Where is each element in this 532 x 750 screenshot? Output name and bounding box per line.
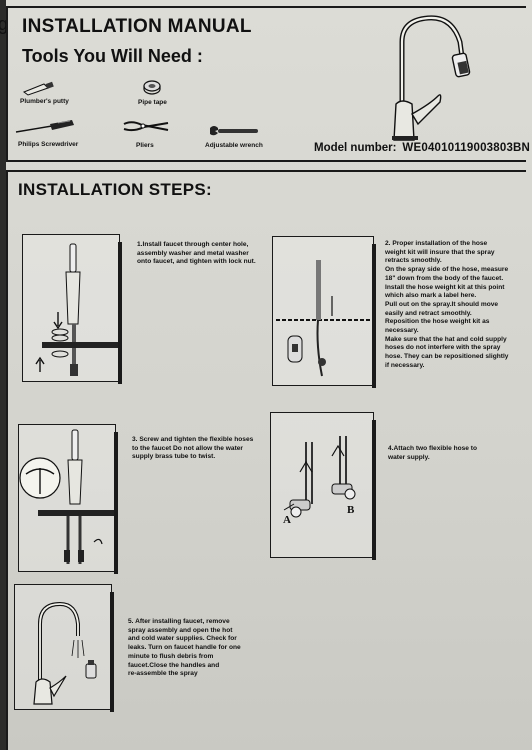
step-2-line: 2. Proper installation of the hose — [385, 240, 488, 247]
step-5-flush-drawing — [33, 601, 97, 705]
step-3-line: to the faucet Do not allow the water — [132, 444, 244, 452]
edge-glyph: g — [0, 14, 9, 34]
step-5-line: faucet.Close the handles and — [128, 661, 220, 669]
step-2-line: Reposition the hose weight kit as — [385, 318, 490, 326]
wrench-icon — [210, 126, 258, 136]
step-2-shadow — [372, 244, 376, 388]
tape-roll-icon — [143, 80, 161, 95]
step-2-line: 18" down from the body of the faucet. — [385, 274, 504, 282]
step-3-text: 3. Screw and tighten the flexible hoses … — [132, 436, 253, 462]
step-5-line: spray assembly and open the hot — [128, 626, 233, 634]
tool-label-putty: Plumber's putty — [20, 98, 69, 105]
pliers-icon — [123, 121, 169, 132]
step-5-line: re-assemble the spray — [128, 670, 198, 678]
step-5-text: 5. After installing faucet, remove spray… — [128, 618, 241, 679]
tool-label-screwdriver: Philips Screwdriver — [18, 141, 79, 148]
model-number-label: Model number: — [314, 142, 397, 154]
step-2-line: Install the hose weight kit at this poin… — [385, 283, 505, 291]
step-1-faucet-drawing — [35, 243, 118, 376]
step-2-line: easily and retract smoothly. — [385, 309, 472, 317]
step-1-shadow — [118, 242, 122, 384]
step-4-illustration — [270, 412, 374, 558]
step-4-text: 4.Attach two flexible hose to water supp… — [388, 445, 477, 462]
step-1-line: assembly washer and metal washer — [137, 249, 249, 257]
screwdriver-icon — [15, 120, 74, 133]
step-1-line: onto faucet, and tighten with lock nut. — [137, 258, 256, 266]
step-2-line: Make sure that the hat and cold supply — [385, 335, 507, 343]
step-2-line: necessary. — [385, 327, 419, 335]
step-2-hose-drawing — [276, 260, 370, 377]
step-1-text: 1.Install faucet through center hole, as… — [137, 241, 256, 267]
step-4-line: water supply. — [388, 453, 430, 461]
tool-label-wrench: Adjustable wrench — [205, 142, 263, 149]
faucet-illustration — [392, 15, 471, 141]
step-2-line: hoses do not interfere with the spray — [385, 344, 501, 352]
step-2-text: 2. Proper installation of the hose weigh… — [385, 240, 508, 371]
step-4-shadow — [372, 420, 376, 560]
steps-frame — [6, 170, 526, 750]
installation-steps-heading: INSTALLATION STEPS: — [18, 180, 212, 199]
manual-sheet — [6, 0, 532, 750]
step-5-line: leaks. Turn on faucet handle for one — [128, 644, 241, 652]
step-2-line: hose. They can be repositioned slightly — [385, 353, 509, 361]
tools-heading: Tools You Will Need : — [22, 46, 203, 66]
step-4-supply-drawing — [283, 436, 356, 518]
step-3-line: 3. Screw and tighten the flexible hoses — [132, 436, 254, 443]
step-2-line: if necessary. — [385, 361, 425, 369]
step-2-line: On the spray side of the hose, measure — [385, 266, 509, 274]
step-2-line: which also mark a label here. — [385, 292, 477, 300]
model-number-value: WE04010119003803BN — [402, 142, 531, 154]
step-3-shadow — [114, 432, 118, 574]
valve-label-a: A — [283, 514, 291, 526]
step-3-line: supply brass tube to twist. — [132, 453, 216, 461]
step-4-line: 4.Attach two flexible hose to — [388, 445, 478, 452]
step-1-line: 1.Install faucet through center hole, — [137, 241, 249, 248]
step-5-line: 5. After installing faucet, remove — [128, 618, 230, 625]
step-2-line: weight kit will insure that the spray — [385, 248, 495, 256]
valve-label-b: B — [347, 504, 355, 516]
step-3-hose-drawing — [19, 429, 114, 564]
tool-label-pliers: Pliers — [136, 142, 154, 149]
page-edge: g — [0, 0, 9, 750]
step-5-line: and cold water supplies. Check for — [128, 635, 237, 643]
step-5-shadow — [110, 592, 114, 712]
header-frame — [6, 6, 526, 162]
putty-tube-icon — [22, 81, 54, 96]
step-5-line: minute to flush debris from — [128, 652, 214, 660]
model-number: Model number: WE04010119003803BN — [314, 142, 530, 154]
step-2-line: Pull out on the spray.It should move — [385, 300, 499, 308]
manual-title: INSTALLATION MANUAL — [22, 16, 252, 37]
tool-label-tape: Pipe tape — [138, 99, 167, 106]
step-2-line: retracts smoothly. — [385, 257, 442, 265]
